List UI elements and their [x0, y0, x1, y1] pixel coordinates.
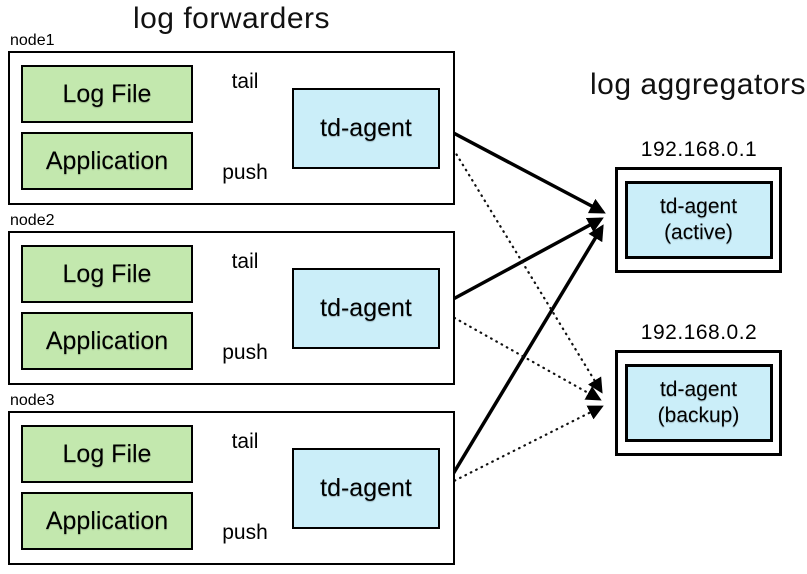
log-file-label: Log File	[62, 79, 152, 108]
application-label: Application	[45, 326, 169, 355]
aggregator-active-box: td-agent (active)	[615, 167, 782, 273]
push-arrow-label: push	[222, 521, 268, 544]
node1-label: node1	[10, 32, 55, 49]
td-agent-label: td-agent	[320, 114, 412, 142]
tail-arrow-label: tail	[231, 430, 259, 453]
forwarder-node2: node2 Log File Application td-agent tail…	[8, 209, 455, 385]
push-arrow-label: push	[222, 161, 268, 184]
node2-box: Log File Application td-agent tail push	[8, 231, 455, 385]
log-file-box: Log File	[21, 425, 193, 483]
aggregator-active: 192.168.0.1 td-agent (active)	[615, 133, 783, 273]
log-file-box: Log File	[21, 245, 193, 303]
node3-to-backup-arrow	[442, 405, 604, 488]
td-agent-label: td-agent	[320, 474, 412, 502]
log-file-label: Log File	[62, 259, 152, 288]
log-file-box: Log File	[21, 65, 193, 123]
node1-to-active-arrow	[443, 126, 606, 214]
aggregator-active-agent-box: td-agent (active)	[624, 181, 773, 259]
tail-arrow-label: tail	[231, 250, 259, 273]
application-label: Application	[45, 146, 169, 175]
application-box: Application	[21, 312, 193, 370]
aggregator-backup-ip: 192.168.0.2	[640, 321, 758, 344]
td-agent-label: td-agent	[320, 294, 412, 322]
node3-box: Log File Application td-agent tail push	[8, 411, 455, 565]
application-label: Application	[45, 506, 169, 535]
push-arrow-label: push	[222, 341, 268, 364]
forwarder-node1: node1 Log File Application td-agent tail…	[8, 29, 455, 205]
td-agent-box: td-agent	[292, 448, 440, 529]
tail-arrow-label: tail	[231, 70, 259, 93]
td-agent-box: td-agent	[292, 88, 440, 169]
forwarders-title: log forwarders	[132, 2, 331, 35]
aggregator-active-agent-label: td-agent	[659, 195, 738, 218]
aggregator-backup: 192.168.0.2 td-agent (backup)	[615, 316, 783, 456]
node2-label: node2	[10, 212, 55, 229]
aggregators-title: log aggregators	[590, 68, 806, 101]
application-box: Application	[21, 132, 193, 190]
forwarder-node3: node3 Log File Application td-agent tail…	[8, 389, 455, 565]
node3-label: node3	[10, 392, 55, 409]
aggregator-backup-state-label: (backup)	[657, 404, 740, 427]
log-file-label: Log File	[62, 439, 152, 468]
aggregator-backup-agent-box: td-agent (backup)	[624, 364, 773, 442]
aggregator-backup-box: td-agent (backup)	[615, 350, 782, 456]
node2-to-active-arrow	[443, 217, 604, 306]
td-agent-box: td-agent	[292, 268, 440, 349]
node1-to-backup-arrow	[442, 132, 603, 394]
aggregator-active-state-label: (active)	[664, 221, 733, 244]
application-box: Application	[21, 492, 193, 550]
node1-box: Log File Application td-agent tail push	[8, 51, 455, 205]
node3-to-active-arrow	[442, 224, 604, 490]
aggregator-active-ip: 192.168.0.1	[640, 138, 758, 161]
aggregator-backup-agent-label: td-agent	[659, 378, 738, 401]
node2-to-backup-arrow	[442, 310, 602, 401]
